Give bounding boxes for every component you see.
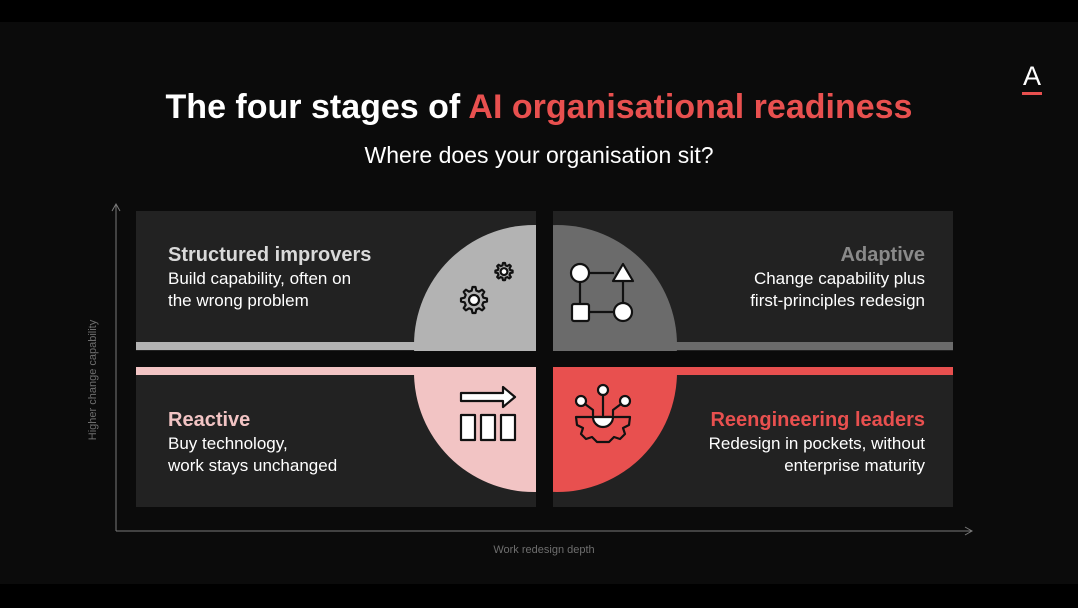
quadrant-desc-line1: Change capability plus [753, 269, 925, 288]
y-axis-label: Higher change capability [87, 319, 99, 441]
quadrant-desc-line1: Buy technology, [168, 434, 288, 453]
quadrant-text: Structured improvers Build capability, o… [168, 242, 428, 312]
quadrant-desc-line2: enterprise maturity [784, 456, 925, 475]
x-axis-arrowhead [964, 526, 974, 536]
quadrant-heading: Reengineering leaders [710, 409, 925, 431]
quadrant-desc-line2: the wrong problem [168, 291, 309, 310]
quadrant-reengineering-leaders: Reengineering leaders Redesign in pocket… [553, 367, 953, 507]
quadrant-desc-line2: work stays unchanged [168, 456, 338, 475]
x-axis-label: Work redesign depth [493, 544, 595, 556]
quadrant-adaptive: Adaptive Change capability plus first-pr… [553, 211, 953, 351]
quadrant-desc-line2: first-principles redesign [750, 291, 925, 310]
quadrant-bar [553, 342, 953, 350]
page-subtitle: Where does your organisation sit? [364, 142, 714, 168]
arrow-boxes-icon [459, 385, 517, 442]
quadrant-text: Reengineering leaders Redesign in pocket… [665, 407, 925, 477]
quadrant-text: Adaptive Change capability plus first-pr… [665, 242, 925, 312]
quadrant-bar [136, 367, 536, 375]
quadrant-structured-improvers: Structured improvers Build capability, o… [136, 211, 536, 351]
quadrant-bar [136, 342, 536, 350]
logo-letter: A [1022, 61, 1041, 91]
logo-underline [1022, 92, 1042, 95]
brand-logo: A [1020, 62, 1044, 96]
quadrant-heading: Adaptive [840, 244, 925, 266]
quadrant-desc-line1: Build capability, often on [168, 269, 352, 288]
quadrant-heading: Structured improvers [168, 244, 372, 266]
gear-network-icon [574, 383, 632, 444]
page-title: The four stages of AI organisational rea… [0, 88, 1078, 127]
quadrant-bar [553, 367, 953, 375]
quadrant-text: Reactive Buy technology, work stays unch… [168, 407, 428, 477]
quadrant-heading: Reactive [168, 409, 251, 431]
quadrant-desc-line1: Redesign in pockets, without [708, 434, 925, 453]
quadrant-reactive: Reactive Buy technology, work stays unch… [136, 367, 536, 507]
title-highlight: AI organisational readiness [468, 88, 913, 126]
gears-icon [459, 261, 514, 315]
y-axis-arrowhead [111, 202, 121, 212]
title-prefix: The four stages of [165, 88, 469, 126]
process-flow-icon [569, 262, 635, 323]
